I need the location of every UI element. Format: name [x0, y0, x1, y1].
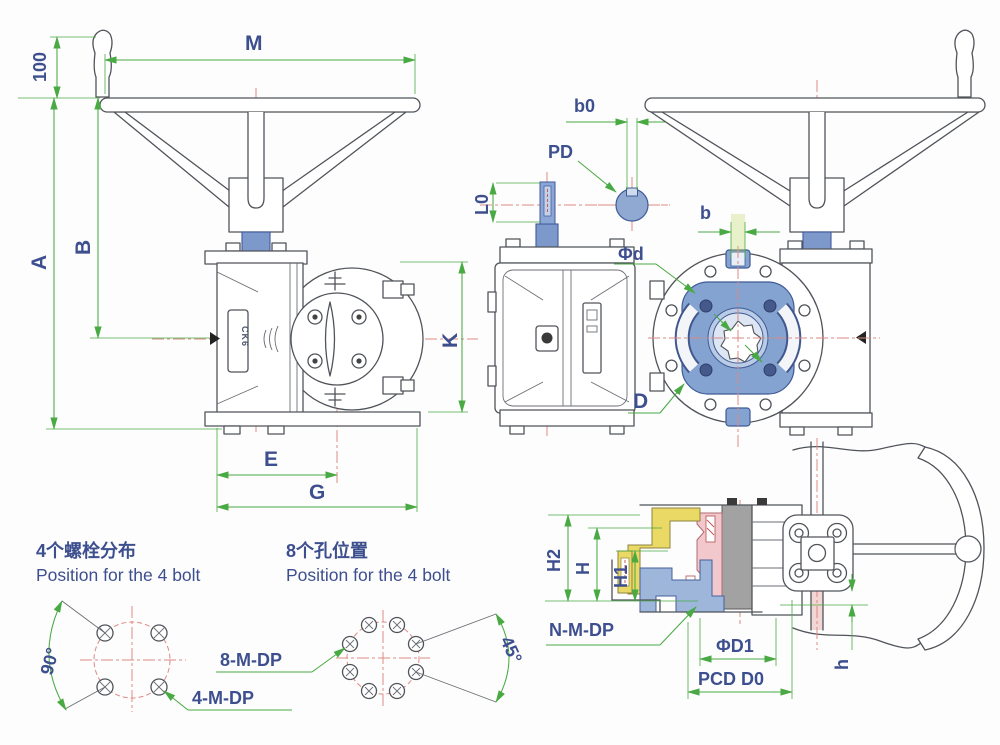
- rib: [487, 365, 497, 387]
- top-flange: [204, 250, 308, 265]
- note-4bolt-cn: 4个螺栓分布: [36, 540, 136, 561]
- dim-label-phi-D1: ΦD1: [716, 636, 754, 656]
- bottom-flange: [499, 409, 635, 427]
- dim-label-b0: b0: [574, 96, 595, 116]
- bolt: [223, 425, 241, 435]
- wheel-stem: [247, 112, 265, 209]
- note-8hole-en: Position for the 4 bolt: [286, 565, 451, 585]
- nameplate-side: [582, 302, 602, 374]
- dim-label-N-M-DP: N-M-DP: [549, 620, 614, 640]
- side-ear-bolts: [382, 280, 415, 395]
- handwheel-handle: [92, 29, 113, 98]
- handle-knob: [954, 535, 982, 563]
- face-plate: [290, 292, 384, 386]
- bolt: [837, 426, 853, 436]
- dim-label-E: E: [264, 448, 278, 471]
- dim-label-G: G: [309, 481, 325, 504]
- handwheel-handle: [954, 29, 975, 98]
- dim-label-B: B: [72, 240, 95, 255]
- dim-label-M: M: [245, 32, 263, 55]
- bolt-pattern-8: 45° 8-M-DP 4-M-DP: [163, 610, 526, 711]
- note-8hole-cn: 8个孔位置: [286, 540, 368, 561]
- dim-label-100: 100: [30, 52, 50, 82]
- rib: [487, 291, 497, 313]
- bolt: [225, 242, 241, 252]
- bolt: [509, 425, 525, 435]
- arc-slot: [676, 304, 699, 372]
- handwheel-rim: [99, 97, 421, 113]
- dim-label-H: H: [573, 562, 593, 575]
- dim-label-h: h: [832, 659, 852, 670]
- pointer-window: [324, 301, 336, 377]
- flange-bolts-top: [788, 522, 848, 584]
- shaft-section-detail: b0 PD: [548, 96, 674, 234]
- dim-label-L0: L0: [472, 194, 492, 215]
- dim-label-D: D: [633, 390, 648, 413]
- top-flange: [779, 248, 873, 264]
- label-8-M-DP: 8-M-DP: [220, 650, 282, 670]
- shaft-bore: [807, 543, 827, 563]
- arc-slot: [777, 304, 800, 372]
- shaft-square: [800, 536, 835, 571]
- top-flange: [499, 246, 635, 264]
- face-holes: [307, 309, 367, 369]
- label-4-M-DP: 4-M-DP: [192, 688, 254, 708]
- wheel-spoke: [650, 111, 796, 207]
- front-view-dimensions: 100 M A B K E G: [18, 32, 468, 512]
- dim-label-PCD-D0: PCD D0: [698, 669, 764, 689]
- pointer-mark: [210, 332, 220, 345]
- bolt: [849, 240, 865, 250]
- bolt-holes: [341, 616, 425, 700]
- bottom-flange: [779, 412, 873, 428]
- ear-tab: [649, 372, 665, 392]
- dim-label-A: A: [28, 255, 51, 270]
- dim-label-H1: H1: [611, 565, 631, 588]
- dim-label-phi-d: Φd: [618, 244, 644, 264]
- rear-view: b Φd D: [614, 29, 986, 450]
- bolt: [267, 425, 285, 435]
- gear-rim-section: [721, 504, 753, 610]
- dim-label-b: b: [700, 203, 711, 223]
- note-4bolt-en: Position for the 4 bolt: [36, 565, 201, 585]
- plan-section-view: H2 H H1 N-M-DP ΦD1 PCD D0 h: [544, 438, 985, 699]
- plug-mark: [324, 271, 346, 407]
- dim-label-90deg: 90°: [37, 646, 63, 677]
- bolt: [789, 426, 805, 436]
- handwheel-rim: [644, 97, 986, 113]
- dim-label-K: K: [439, 333, 462, 348]
- dim-label-H2: H2: [544, 549, 564, 572]
- base-bracket-section: [639, 559, 725, 613]
- nameplate: [227, 309, 249, 373]
- plate-bolt-holes: [699, 299, 777, 377]
- notes: 4个螺栓分布 Position for the 4 bolt 8个孔位置 Pos…: [36, 540, 451, 585]
- nameplate-text: CK6: [240, 326, 250, 347]
- dim-label-45deg: 45°: [496, 633, 526, 666]
- flange-bolt-holes: [665, 265, 811, 411]
- dim-label-PD: PD: [548, 142, 573, 162]
- bolt: [609, 425, 625, 435]
- ear-tab: [649, 280, 665, 300]
- bolt: [787, 240, 803, 250]
- input-shaft: [535, 223, 559, 250]
- wheel-spoke: [838, 111, 980, 207]
- bolt: [271, 242, 287, 252]
- shaft-end: [541, 332, 553, 344]
- side-view: L0: [472, 172, 670, 438]
- wheel-stem: [808, 112, 826, 209]
- bottom-flange: [204, 411, 421, 427]
- bolt-pattern-4: 90°: [37, 600, 186, 712]
- wheel-spoke: [277, 111, 407, 208]
- bolt: [505, 238, 521, 248]
- handwheel-rim-arc: [917, 446, 985, 651]
- wheel-spoke: [113, 111, 235, 208]
- front-view: CK6: [92, 29, 478, 483]
- keyway: [626, 187, 638, 197]
